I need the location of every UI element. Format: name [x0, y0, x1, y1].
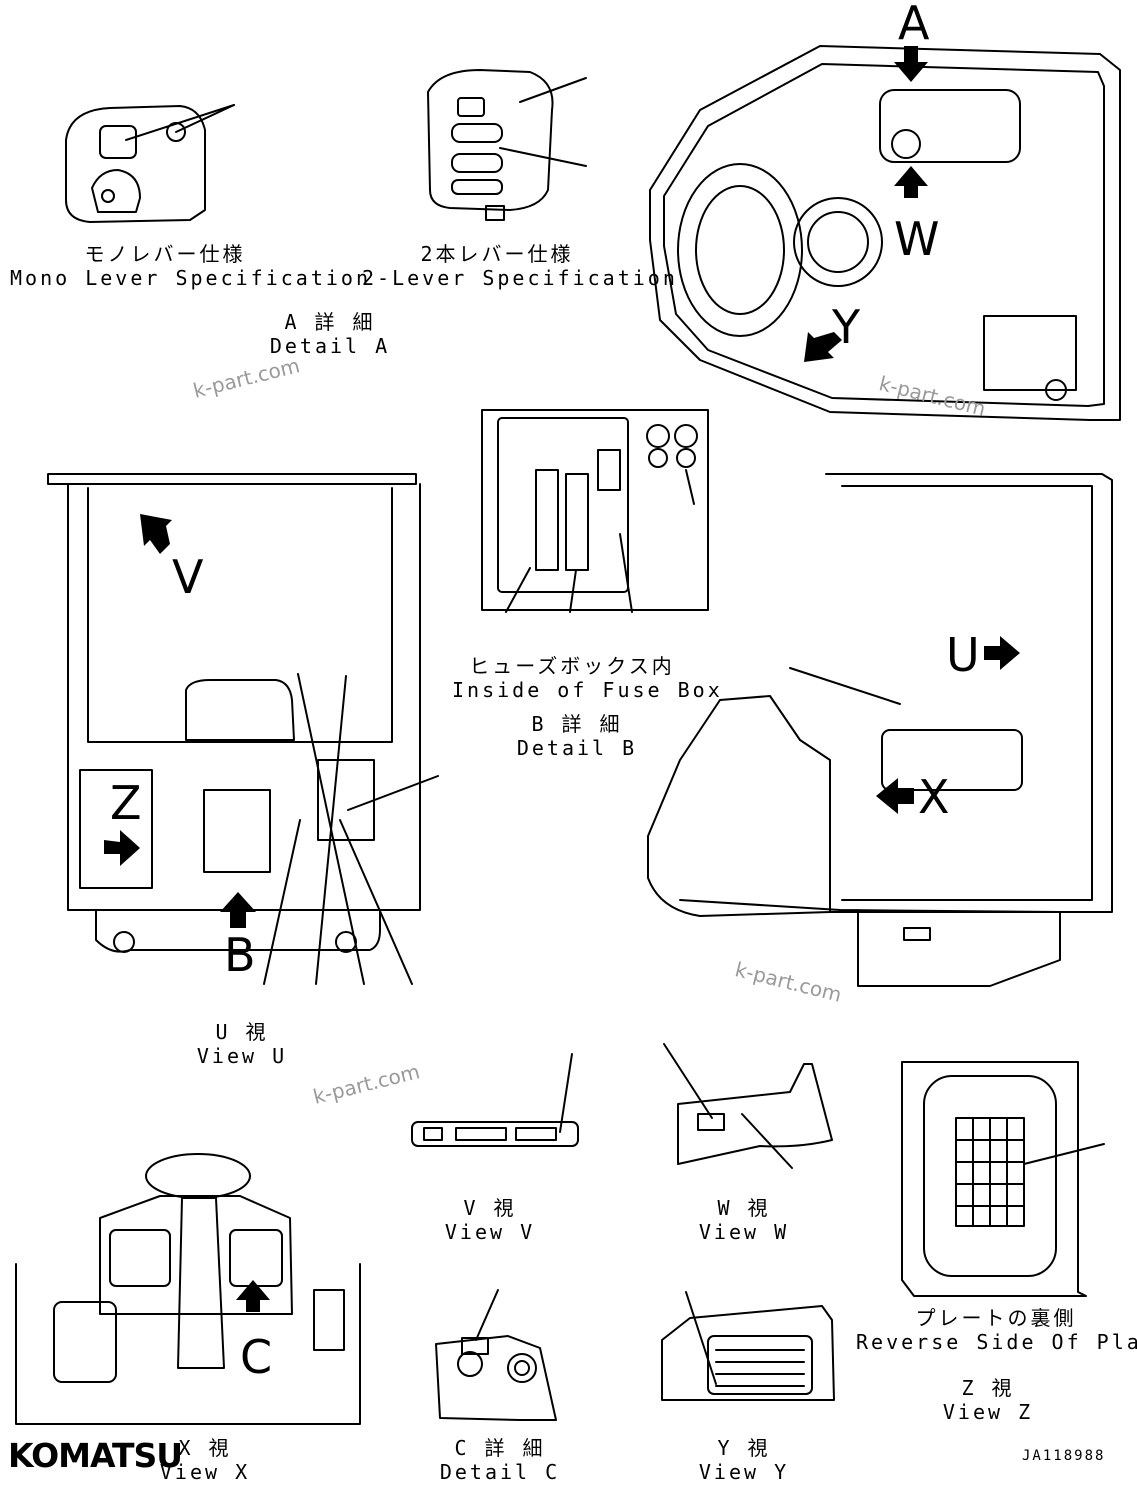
view-u-jp: U 視: [215, 1020, 269, 1044]
view-v-caption: V 視 View V: [430, 1196, 550, 1244]
mono-lever-jp: モノレバー仕様: [84, 242, 246, 266]
detail-c-jp: C 詳 細: [454, 1436, 546, 1460]
arrow-letter-b: B: [224, 928, 256, 982]
arrow-u-icon: [984, 636, 1020, 670]
arrow-v-icon: [140, 514, 172, 554]
arrow-letter-y: Y: [832, 300, 861, 354]
arrow-letter-u: U: [946, 628, 980, 682]
detail-b-en: Detail B: [516, 736, 638, 760]
fuse-box-jp: ヒューズボックス内: [469, 654, 675, 678]
detail-b-jp: B 詳 細: [531, 712, 623, 736]
two-lever-console: [427, 69, 587, 221]
view-w-en: View W: [698, 1220, 790, 1244]
arrow-a-icon: [894, 46, 928, 82]
view-x-jp: X 視: [178, 1436, 232, 1460]
detail-c-caption: C 詳 細 Detail C: [430, 1436, 570, 1484]
view-u-caption: U 視 View U: [182, 1020, 302, 1068]
view-w-jp: W 視: [717, 1196, 771, 1220]
arrow-letter-w: W: [894, 212, 940, 266]
two-lever-caption: 2本レバー仕様 2-Lever Specification: [362, 242, 678, 290]
detail-a-caption: A 詳 細 Detail A: [250, 310, 410, 358]
arrow-letter-z: Z: [110, 776, 142, 830]
detail-c-drawing: [435, 1289, 557, 1421]
view-x-en: View X: [159, 1460, 251, 1484]
two-lever-en: 2-Lever Specification: [362, 266, 678, 290]
arrow-letter-v: V: [172, 550, 204, 604]
view-x-caption: X 視 View X: [150, 1436, 260, 1484]
arrow-b-icon: [220, 892, 256, 928]
arrow-letter-a: A: [898, 0, 930, 50]
reverse-plate-jp: プレートの裏側: [915, 1306, 1077, 1330]
view-y-caption: Y 視 View Y: [684, 1436, 804, 1484]
mono-lever-console: [65, 104, 235, 223]
cab-side-view: [647, 473, 1113, 987]
view-x-drawing: [15, 1153, 361, 1425]
fuse-box-caption: ヒューズボックス内 Inside of Fuse Box: [452, 654, 723, 702]
view-y-drawing: [661, 1291, 835, 1401]
view-z-caption: Z 視 View Z: [928, 1376, 1048, 1424]
reverse-plate-caption: プレートの裏側 Reverse Side Of Plate: [856, 1306, 1137, 1354]
arrow-letter-x: X: [918, 770, 950, 824]
detail-c-en: Detail C: [439, 1460, 561, 1484]
detail-a-en: Detail A: [269, 334, 391, 358]
fuse-box-en: Inside of Fuse Box: [452, 678, 723, 702]
view-y-en: View Y: [698, 1460, 790, 1484]
view-u-en: View U: [196, 1044, 288, 1068]
view-y-jp: Y 視: [717, 1436, 771, 1460]
detail-b-caption: B 詳 細 Detail B: [502, 712, 652, 760]
arrow-w-icon: [894, 166, 928, 198]
arrow-c-icon: [236, 1280, 270, 1312]
mono-lever-caption: モノレバー仕様 Mono Lever Specification: [10, 242, 371, 290]
view-v-en: View V: [444, 1220, 536, 1244]
view-z-en: View Z: [942, 1400, 1034, 1424]
view-arrows: [104, 46, 1020, 1312]
mono-lever-en: Mono Lever Specification: [10, 266, 371, 290]
view-v-drawing: [411, 1053, 579, 1147]
two-lever-jp: 2本レバー仕様: [420, 242, 574, 266]
arrow-x-icon: [876, 778, 914, 814]
view-z-jp: Z 視: [961, 1376, 1015, 1400]
view-w-caption: W 視 View W: [684, 1196, 804, 1244]
view-v-jp: V 視: [463, 1196, 517, 1220]
cab-top-view: [649, 45, 1121, 421]
fuse-box: [481, 409, 709, 613]
view-w-drawing: [663, 1043, 833, 1169]
view-z-plate: [901, 1061, 1105, 1297]
komatsu-logo: KOMATSU: [8, 1436, 183, 1475]
arrow-z-icon: [104, 830, 140, 866]
detail-a-jp: A 詳 細: [284, 310, 376, 334]
arrow-y-icon: [804, 332, 842, 362]
reverse-plate-en: Reverse Side Of Plate: [856, 1330, 1137, 1354]
arrow-letter-c: C: [240, 1330, 273, 1384]
drawing-code: JA118988: [1022, 1448, 1106, 1464]
